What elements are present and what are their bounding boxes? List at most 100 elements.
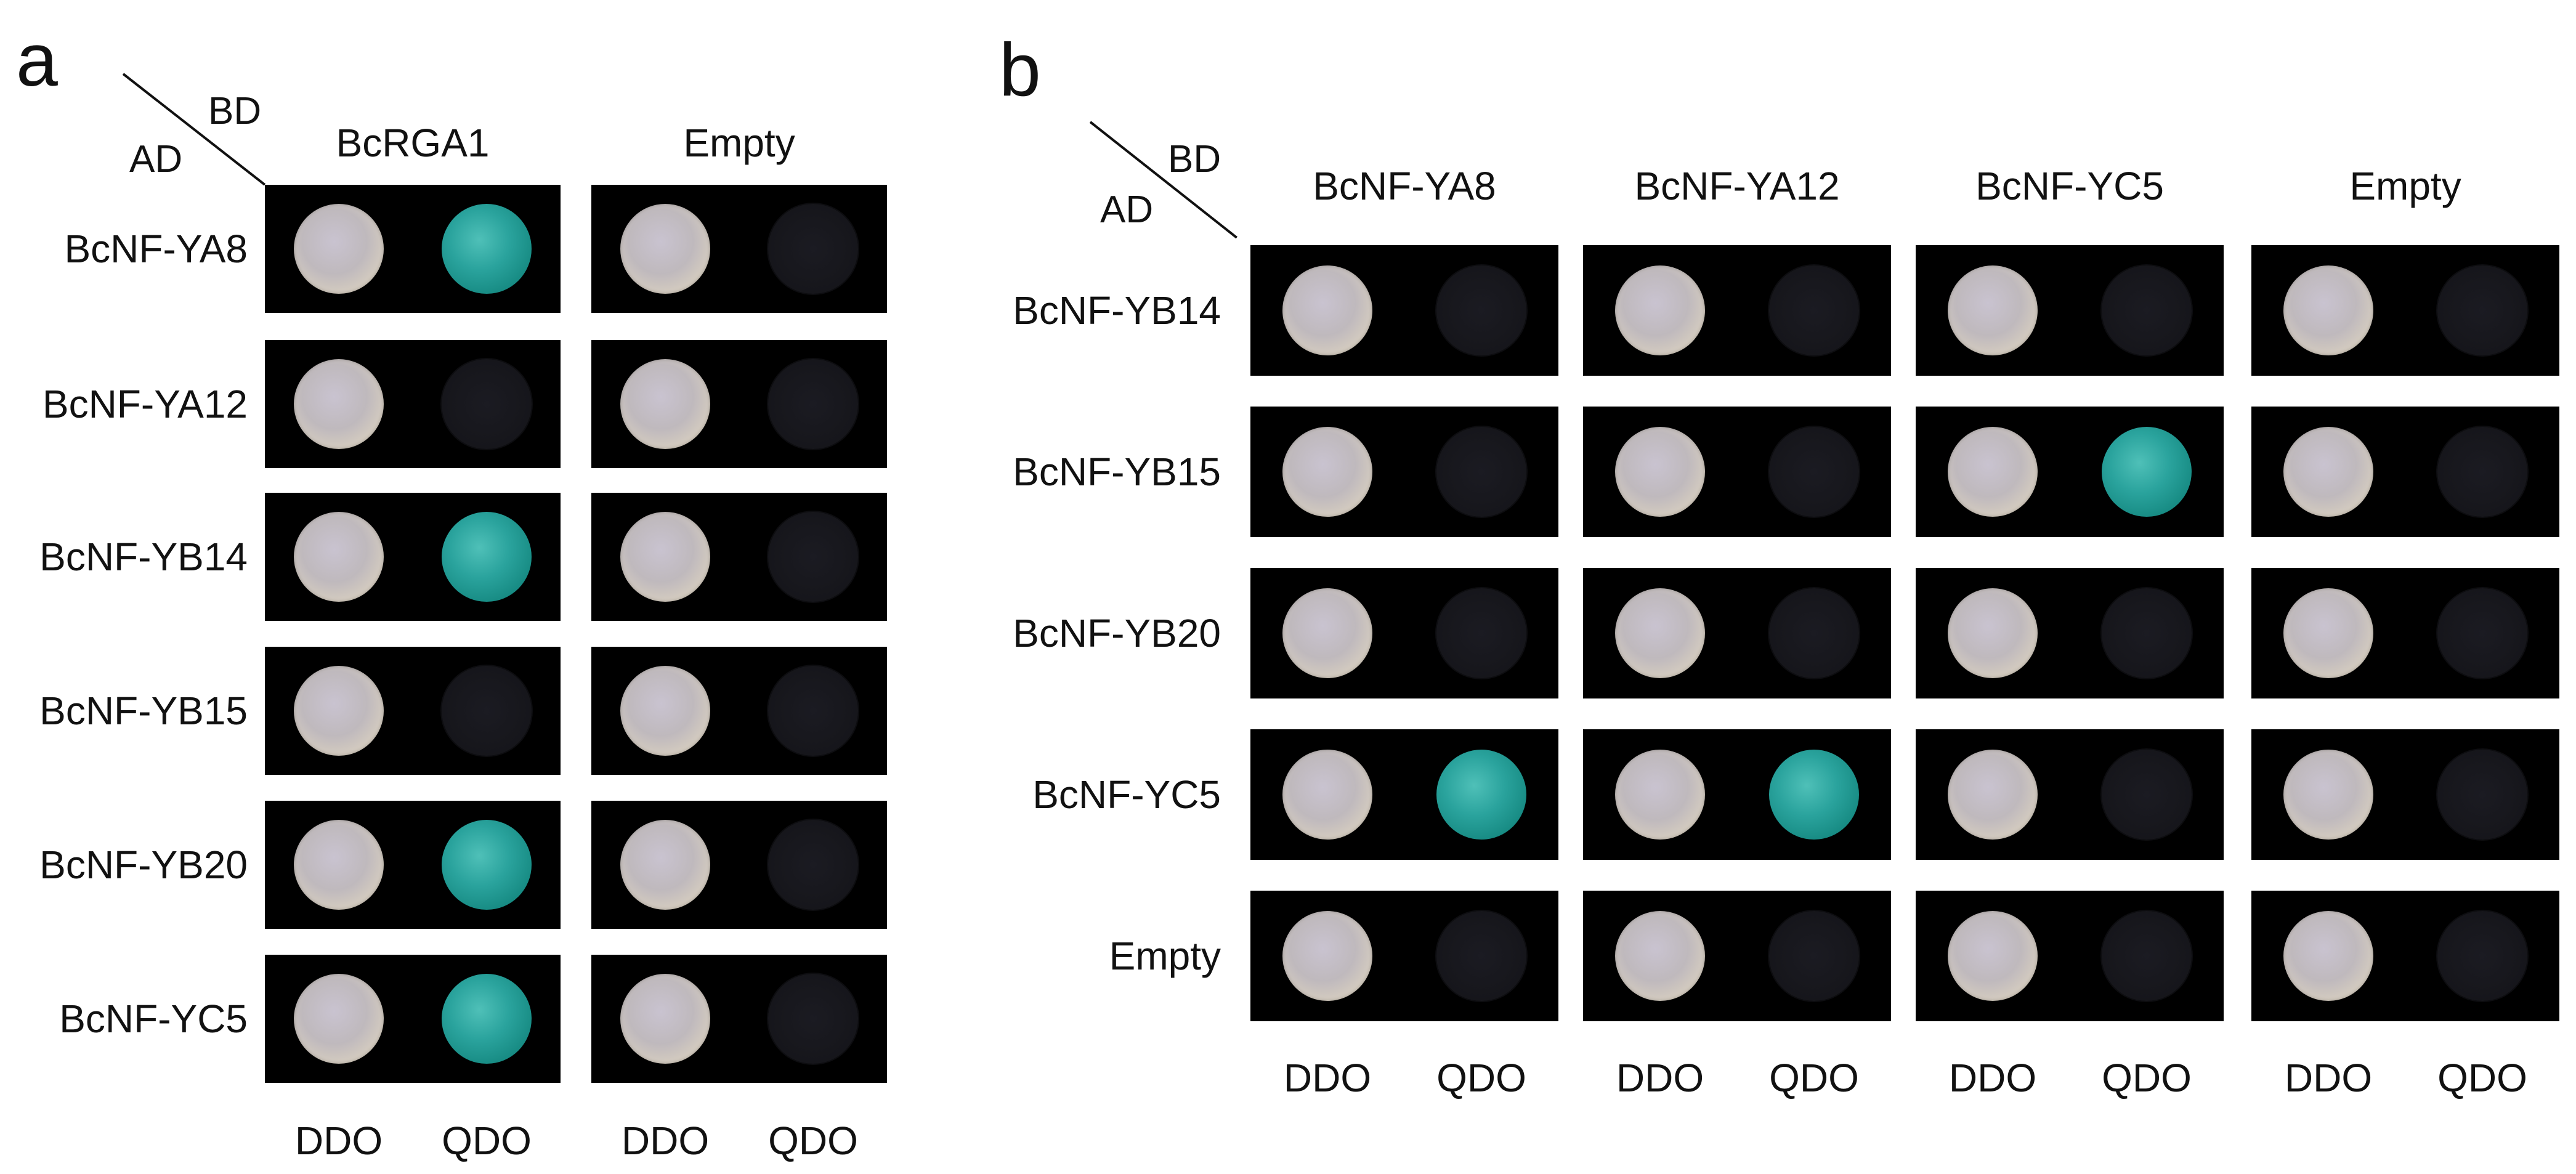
column-header: Empty	[683, 121, 795, 165]
qdo-colony-growth	[1436, 750, 1526, 840]
ddo-colony-spot	[1615, 911, 1705, 1001]
ddo-colony-spot	[1615, 265, 1705, 355]
qdo-colony-no-growth	[442, 359, 532, 449]
colony-plate	[1583, 729, 1891, 860]
colony-plate	[265, 493, 561, 621]
medium-label: QDO	[768, 1119, 858, 1163]
medium-label: DDO	[1283, 1056, 1372, 1100]
colony-plate	[591, 801, 887, 929]
colony-plate	[1916, 245, 2224, 376]
qdo-colony-no-growth	[2102, 588, 2192, 678]
medium-label: DDO	[2284, 1056, 2373, 1100]
ddo-colony-spot	[2283, 265, 2373, 355]
colony-plate	[2251, 568, 2559, 698]
medium-label: DDO	[1616, 1056, 1704, 1100]
row-label: BcNF-YB20	[1013, 611, 1221, 655]
panel_b-axis-bd: BD	[1168, 138, 1221, 180]
column-header: BcNF-YA12	[1634, 164, 1840, 208]
panel_a-axis-ad: AD	[129, 138, 183, 180]
colony-plate	[1583, 407, 1891, 537]
colony-plate	[2251, 407, 2559, 537]
colony-plate	[2251, 729, 2559, 860]
qdo-colony-no-growth	[768, 512, 858, 602]
colony-plate	[1583, 245, 1891, 376]
panel_b-letter: b	[999, 28, 1041, 111]
colony-plate	[2251, 891, 2559, 1021]
qdo-colony-growth	[2102, 427, 2192, 517]
ddo-colony-spot	[620, 820, 710, 910]
qdo-colony-no-growth	[2437, 750, 2527, 840]
ddo-colony-spot	[294, 204, 384, 294]
row-label: Empty	[1109, 934, 1221, 978]
ddo-colony-spot	[1282, 265, 1372, 355]
qdo-colony-growth	[442, 974, 532, 1064]
colony-plate	[1250, 891, 1558, 1021]
colony-plate	[1916, 891, 2224, 1021]
qdo-colony-no-growth	[2437, 588, 2527, 678]
ddo-colony-spot	[294, 666, 384, 756]
row-label: BcNF-YC5	[59, 997, 248, 1041]
qdo-colony-no-growth	[2102, 265, 2192, 355]
qdo-colony-no-growth	[1769, 588, 1859, 678]
qdo-colony-no-growth	[442, 666, 532, 756]
ddo-colony-spot	[2283, 588, 2373, 678]
colony-plate	[1916, 568, 2224, 698]
row-label: BcNF-YB15	[1013, 450, 1221, 494]
medium-label: QDO	[2437, 1056, 2527, 1100]
qdo-colony-no-growth	[768, 820, 858, 910]
column-header: BcRGA1	[336, 121, 490, 165]
colony-plate	[591, 185, 887, 313]
ddo-colony-spot	[620, 666, 710, 756]
row-label: BcNF-YA12	[42, 382, 248, 426]
medium-label: QDO	[1436, 1056, 1526, 1100]
row-label: BcNF-YB15	[39, 689, 248, 733]
row-label: BcNF-YC5	[1032, 772, 1221, 817]
row-label: BcNF-YB14	[1013, 288, 1221, 333]
ddo-colony-spot	[620, 512, 710, 602]
medium-label: DDO	[621, 1119, 710, 1163]
colony-plate	[1250, 729, 1558, 860]
qdo-colony-growth	[442, 204, 532, 294]
qdo-colony-no-growth	[1436, 427, 1526, 517]
colony-plate	[1916, 729, 2224, 860]
qdo-colony-no-growth	[1769, 265, 1859, 355]
qdo-colony-no-growth	[1769, 427, 1859, 517]
qdo-colony-no-growth	[2102, 750, 2192, 840]
colony-plate	[591, 340, 887, 468]
panel_a-axis-bd: BD	[208, 90, 262, 132]
ddo-colony-spot	[620, 974, 710, 1064]
qdo-colony-growth	[442, 512, 532, 602]
ddo-colony-spot	[294, 512, 384, 602]
qdo-colony-no-growth	[2437, 911, 2527, 1001]
ddo-colony-spot	[620, 204, 710, 294]
qdo-colony-growth	[1769, 750, 1859, 840]
colony-plate	[265, 801, 561, 929]
colony-plate	[591, 493, 887, 621]
ddo-colony-spot	[1282, 588, 1372, 678]
medium-label: DDO	[1948, 1056, 2037, 1100]
qdo-colony-no-growth	[768, 204, 858, 294]
colony-plate	[265, 955, 561, 1083]
row-label: BcNF-YA8	[64, 227, 248, 271]
ddo-colony-spot	[1282, 750, 1372, 840]
qdo-colony-no-growth	[1436, 588, 1526, 678]
ddo-colony-spot	[1948, 427, 2038, 517]
qdo-colony-no-growth	[2437, 427, 2527, 517]
ddo-colony-spot	[1948, 750, 2038, 840]
colony-plate	[265, 647, 561, 775]
row-label: BcNF-YB20	[39, 843, 248, 887]
column-header: BcNF-YC5	[1975, 164, 2164, 208]
colony-plate	[1583, 891, 1891, 1021]
medium-label: DDO	[294, 1119, 383, 1163]
ddo-colony-spot	[2283, 911, 2373, 1001]
colony-plate	[1250, 407, 1558, 537]
qdo-colony-no-growth	[768, 974, 858, 1064]
qdo-colony-no-growth	[2437, 265, 2527, 355]
ddo-colony-spot	[1615, 588, 1705, 678]
qdo-colony-no-growth	[768, 359, 858, 449]
ddo-colony-spot	[1282, 911, 1372, 1001]
ddo-colony-spot	[1948, 911, 2038, 1001]
ddo-colony-spot	[620, 359, 710, 449]
ddo-colony-spot	[1282, 427, 1372, 517]
ddo-colony-spot	[294, 974, 384, 1064]
